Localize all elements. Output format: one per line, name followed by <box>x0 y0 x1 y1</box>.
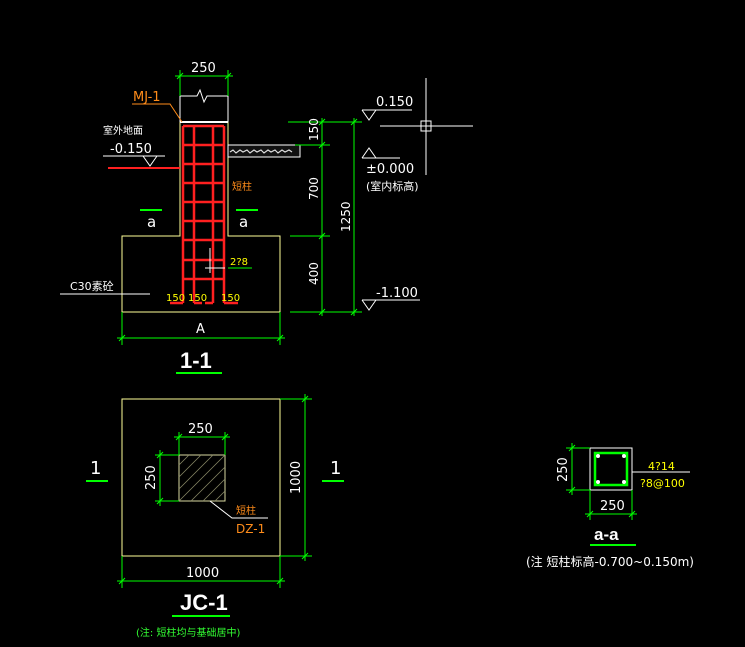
section-a-a: 4?14 ?8@100 250 250 a-a (注 短柱标高-0.700~0.… <box>526 443 694 569</box>
plan-dim-bottom: 1000 <box>186 566 219 581</box>
section-title: 1-1 <box>180 348 212 373</box>
level-bottom-text: -1.100 <box>376 286 418 301</box>
aa-dim-side: 250 <box>556 457 571 482</box>
plan-dim-col-top: 250 <box>188 422 213 437</box>
aa-bar-tl <box>596 454 600 458</box>
short-col-label: 短柱 <box>232 180 252 193</box>
dim-width-a <box>117 312 285 345</box>
width-label: A <box>196 322 205 337</box>
level-mark-top <box>361 109 412 121</box>
aa-bar-br <box>622 480 626 484</box>
cut-a-right: a <box>239 213 248 231</box>
dz-label: DZ-1 <box>236 522 265 536</box>
dim-700-text: 700 <box>307 177 321 200</box>
column-plan <box>178 454 226 502</box>
dim-150-text: 150 <box>307 118 321 141</box>
plan-dim-col-left: 250 <box>144 465 159 490</box>
plan-jc-1: 250 250 1000 1000 1 1 短柱 DZ-1 JC-1 <box>86 394 344 639</box>
dim-400-text: 400 <box>307 262 321 285</box>
plan-title: JC-1 <box>180 590 228 615</box>
plan-dim-right: 1000 <box>289 461 304 494</box>
aa-bar-bl <box>596 480 600 484</box>
plan-note: (注: 短柱均与基础居中) <box>136 626 240 639</box>
bot-150-right: 150 <box>221 293 240 304</box>
level-top-text: 0.150 <box>376 95 413 110</box>
dim-top-250 <box>175 70 233 96</box>
bot-150-left: 150 <box>166 293 185 304</box>
cut-1-left: 1 <box>90 458 101 479</box>
dz-leader <box>209 500 268 519</box>
break-mark <box>179 88 229 122</box>
level-mark-bottom <box>361 299 420 311</box>
mj-label: MJ-1 <box>133 90 161 105</box>
elevation-dims: 150 700 400 1250 0.150 ±0.000 (室内标高) -1.… <box>288 78 473 316</box>
outdoor-label: 室外地面 <box>103 124 143 137</box>
cut-1-right: 1 <box>330 458 341 479</box>
rebar-cage <box>170 124 238 305</box>
ground-fill <box>227 144 301 158</box>
column-hatch <box>178 454 226 502</box>
footing-plan-outline <box>121 398 281 557</box>
dim-1250-text: 1250 <box>339 201 353 232</box>
cut-a-left: a <box>147 213 156 231</box>
mj-leader <box>132 103 183 123</box>
section-1-1: 250 MJ-1 室外地面 -0.150 短柱 a a 2?8 C30素砼 15… <box>60 61 301 374</box>
plan-short-col: 短柱 <box>236 504 256 517</box>
aa-bar-tr <box>622 454 626 458</box>
level-mark-outdoor <box>103 155 165 167</box>
indoor-text: (室内标高) <box>366 179 419 193</box>
aa-stirrup-label: ?8@100 <box>640 477 685 490</box>
level-zero-text: ±0.000 <box>366 162 414 177</box>
level-mark-zero <box>361 147 400 159</box>
rebar-leader <box>205 248 225 273</box>
aa-title: a-a <box>594 525 619 544</box>
bot-150-mid: 150 <box>188 293 207 304</box>
aa-rebar-main: 4?14 <box>648 460 675 473</box>
dim-top-250-text: 250 <box>191 61 216 76</box>
aa-note: (注 短柱标高-0.700~0.150m) <box>526 554 694 569</box>
outdoor-level: -0.150 <box>110 142 152 157</box>
crosshair-cursor <box>380 78 473 175</box>
aa-dim-bottom: 250 <box>600 499 625 514</box>
aa-column-outline <box>589 447 633 491</box>
aa-stirrup <box>593 451 629 487</box>
rebar-label: 2?8 <box>230 257 248 268</box>
concrete-label: C30素砼 <box>70 280 114 293</box>
